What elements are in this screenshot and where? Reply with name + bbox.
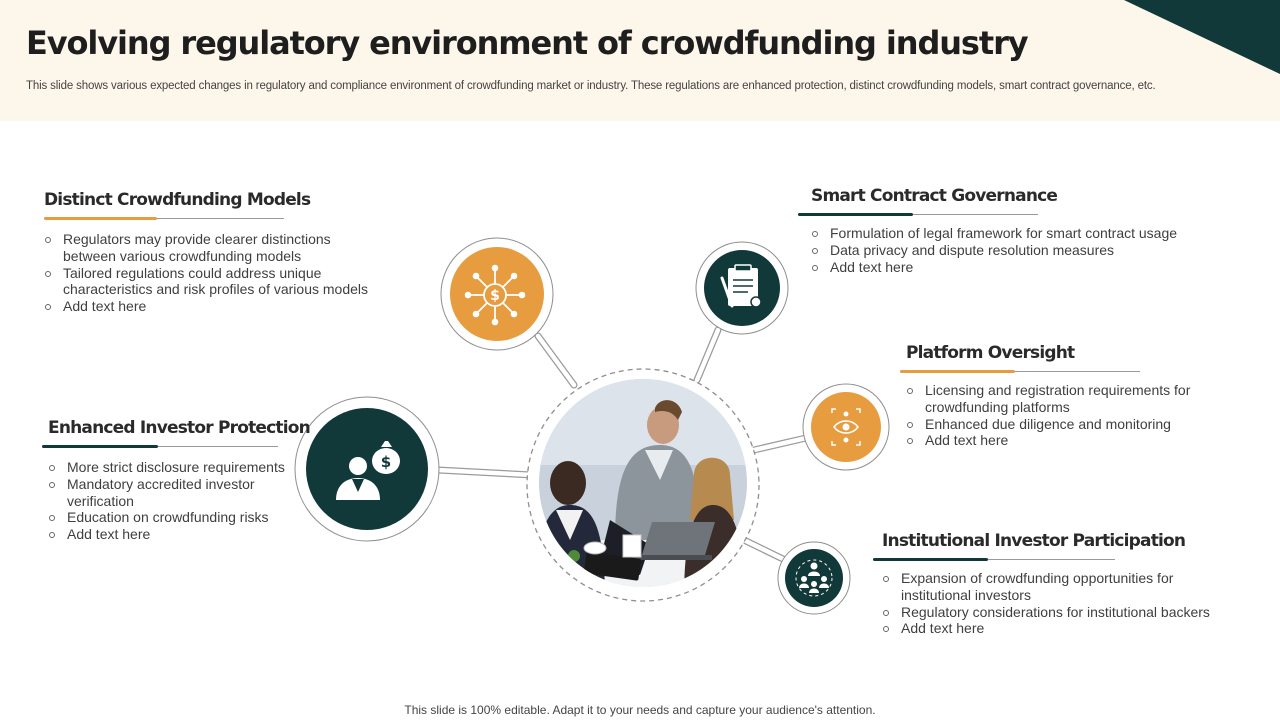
connector-institutional xyxy=(742,537,789,564)
contract-document-icon xyxy=(720,264,762,308)
list-item: Education on crowdfunding risks xyxy=(48,509,298,526)
heading-underline xyxy=(798,213,1038,217)
connector-smart-contract xyxy=(693,326,722,384)
svg-text:$: $ xyxy=(381,453,391,471)
smart-contract-heading: Smart Contract Governance xyxy=(811,186,1058,206)
corner-decoration xyxy=(1124,0,1280,74)
heading-underline xyxy=(44,217,284,221)
list-item: Add text here xyxy=(882,620,1222,637)
footer-note: This slide is 100% editable. Adapt it to… xyxy=(404,703,876,717)
distinct-models-section: Distinct Crowdfunding Models Regulators … xyxy=(44,190,384,315)
investor-money-bag-icon: $ xyxy=(336,441,400,500)
page-title: Evolving regulatory environment of crowd… xyxy=(26,24,1029,62)
heading-underline xyxy=(42,445,278,449)
list-item: More strict disclosure requirements xyxy=(48,459,298,476)
distinct-models-heading: Distinct Crowdfunding Models xyxy=(44,190,311,210)
connector-distinct xyxy=(534,332,578,389)
platform-oversight-node xyxy=(802,383,890,471)
heading-underline xyxy=(900,370,1140,374)
list-item: Expansion of crowdfunding opportunities … xyxy=(882,570,1222,604)
list-item: Mandatory accredited investor verificati… xyxy=(48,476,298,510)
money-network-icon xyxy=(470,270,520,320)
list-item: Add text here xyxy=(811,259,1211,276)
list-item: Tailored regulations could address uniqu… xyxy=(44,265,384,299)
platform-oversight-section: Platform Oversight Licensing and registr… xyxy=(900,343,1216,449)
list-item: Data privacy and dispute resolution meas… xyxy=(811,242,1211,259)
smart-contract-section: Smart Contract Governance Formulation of… xyxy=(798,186,1211,276)
institutional-heading: Institutional Investor Participation xyxy=(882,531,1186,551)
platform-oversight-heading: Platform Oversight xyxy=(906,343,1075,363)
list-item: Enhanced due diligence and monitoring xyxy=(906,416,1216,433)
list-item: Licensing and registration requirements … xyxy=(906,382,1216,416)
meeting-photo xyxy=(539,379,747,587)
smart-contract-node xyxy=(695,241,789,335)
list-item: Add text here xyxy=(44,298,384,315)
distinct-models-node: $ xyxy=(440,237,554,351)
central-hub xyxy=(526,368,760,602)
svg-text:$: $ xyxy=(490,288,500,304)
institutional-node xyxy=(777,541,851,615)
list-item: Regulatory considerations for institutio… xyxy=(882,604,1222,621)
header-band: Evolving regulatory environment of crowd… xyxy=(0,0,1280,121)
network-people-icon xyxy=(799,562,829,593)
page-subtitle: This slide shows various expected change… xyxy=(26,80,1156,92)
list-item: Add text here xyxy=(48,526,298,543)
investor-protection-section: Enhanced Investor Protection More strict… xyxy=(42,418,311,543)
oversight-eye-icon xyxy=(831,408,861,446)
institutional-section: Institutional Investor Participation Exp… xyxy=(873,531,1222,637)
investor-protection-node: $ xyxy=(294,396,440,542)
list-item: Regulators may provide clearer distincti… xyxy=(44,231,384,265)
heading-underline xyxy=(873,558,1115,562)
connector-investor xyxy=(434,466,536,479)
list-item: Add text here xyxy=(906,432,1216,449)
connector-platform xyxy=(750,434,810,454)
investor-protection-heading: Enhanced Investor Protection xyxy=(48,418,311,438)
list-item: Formulation of legal framework for smart… xyxy=(811,225,1211,242)
